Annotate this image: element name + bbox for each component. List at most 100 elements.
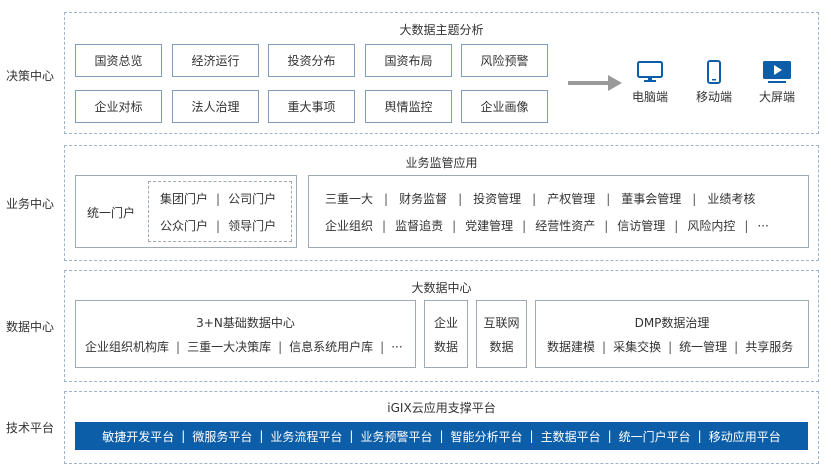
separator: | — [181, 429, 186, 443]
layer-label-tech: 技术平台 — [5, 421, 54, 435]
device-label-big-screen: 大屏端 — [758, 90, 795, 104]
base-data-item[interactable]: 企业组织机构库 — [85, 340, 170, 354]
portal-items-box — [148, 181, 292, 242]
dmp-item[interactable]: 数据建模 — [547, 340, 596, 354]
business-app-item[interactable]: 财务监督 — [399, 192, 448, 206]
apps-row-2: 企业组织 | 监督追责 | 党建管理 | 经营性资产 | 信访管理 | 风险内控 | ··· — [325, 217, 769, 234]
base-data-item[interactable]: 信息系统用户库 — [289, 340, 374, 354]
separator: | — [744, 218, 749, 233]
business-app-item[interactable]: 三重一大 — [325, 192, 374, 206]
layer-label-decision: 决策中心 — [5, 69, 54, 83]
business-app-item[interactable]: 信访管理 — [617, 219, 666, 233]
tech-platform-item[interactable]: 敏捷开发平台 — [102, 429, 175, 444]
base-data-item[interactable]: ··· — [391, 339, 403, 354]
tech-platform-item[interactable]: 移动应用平台 — [708, 429, 781, 444]
layer-label-data: 数据中心 — [5, 320, 54, 334]
dmp-item[interactable]: 统一管理 — [679, 340, 728, 354]
tech-platform-item[interactable]: 业务预警平台 — [360, 429, 433, 444]
business-app-item[interactable]: 产权管理 — [547, 192, 596, 206]
mobile-phone-icon — [707, 60, 721, 84]
internet-data-line1: 互联网 — [483, 316, 520, 330]
topic-box[interactable]: 舆情监控 — [365, 90, 452, 123]
separator: | — [602, 339, 607, 354]
portal-item[interactable]: 领导门户 — [228, 219, 277, 233]
base-data-items: 企业组织机构库 | 三重一大决策库 | 信息系统用户库 | ··· — [85, 338, 403, 355]
tech-platform-item[interactable]: 智能分析平台 — [450, 429, 523, 444]
tech-platform-item[interactable]: 微服务平台 — [192, 429, 253, 444]
dmp-item[interactable]: 共享服务 — [745, 340, 794, 354]
portal-row-2: 公众门户 | 领导门户 — [160, 217, 276, 234]
business-app-item[interactable]: 投资管理 — [473, 192, 522, 206]
business-section-title: 业务监管应用 — [405, 156, 478, 170]
business-app-item[interactable]: 党建管理 — [465, 219, 514, 233]
topic-box[interactable]: 法人治理 — [172, 90, 259, 123]
separator: | — [607, 429, 612, 443]
business-app-item[interactable]: 企业组织 — [325, 219, 374, 233]
tech-section-title: iGIX云应用支撑平台 — [387, 401, 496, 415]
mobile-device: 移动端 — [684, 60, 744, 105]
desktop-device: 电脑端 — [620, 60, 680, 105]
separator: | — [604, 218, 609, 233]
base-data-title: 3+N基础数据中心 — [196, 316, 295, 330]
business-app-item[interactable]: 监督追责 — [395, 219, 444, 233]
topic-box[interactable]: 国资布局 — [365, 44, 452, 77]
topic-box[interactable]: 风险预警 — [461, 44, 548, 77]
topic-box[interactable]: 投资分布 — [268, 44, 355, 77]
separator: | — [522, 218, 527, 233]
separator: | — [384, 191, 389, 206]
portal-row-1: 集团门户 | 公司门户 — [160, 190, 276, 207]
separator: | — [259, 429, 264, 443]
separator: | — [278, 339, 283, 354]
topic-box[interactable]: 国资总览 — [75, 44, 162, 77]
separator: | — [216, 191, 221, 206]
right-arrow-icon — [568, 75, 622, 91]
business-app-item[interactable]: ··· — [757, 218, 769, 233]
separator: | — [532, 191, 537, 206]
base-data-box — [75, 300, 416, 368]
apps-row-1: 三重一大|财务监督|投资管理|产权管理|董事会管理|业绩考核 — [325, 190, 755, 207]
separator: | — [674, 218, 679, 233]
topic-box[interactable]: 经济运行 — [172, 44, 259, 77]
base-data-item[interactable]: 三重一大决策库 — [187, 340, 272, 354]
dmp-item[interactable]: 采集交换 — [613, 340, 662, 354]
separator: | — [697, 429, 702, 443]
business-app-item[interactable]: 风险内控 — [687, 219, 736, 233]
big-screen-play-icon — [763, 61, 791, 83]
dmp-box — [535, 300, 809, 368]
internet-data-line2: 数据 — [489, 340, 514, 354]
separator: | — [734, 339, 739, 354]
decision-section-title: 大数据主题分析 — [399, 23, 484, 37]
separator: | — [692, 191, 697, 206]
big-screen-device: 大屏端 — [747, 60, 807, 105]
tech-platform-item[interactable]: 业务流程平台 — [270, 429, 343, 444]
business-app-item[interactable]: 董事会管理 — [621, 192, 682, 206]
separator: | — [349, 429, 354, 443]
topic-box[interactable]: 企业对标 — [75, 90, 162, 123]
separator: | — [176, 339, 181, 354]
internet-data-box — [476, 300, 527, 368]
monitor-icon — [637, 61, 663, 82]
portal-item[interactable]: 集团门户 — [160, 192, 209, 206]
separator: | — [458, 191, 463, 206]
separator: | — [380, 339, 385, 354]
portal-item[interactable]: 公众门户 — [160, 219, 209, 233]
topic-box[interactable]: 重大事项 — [268, 90, 355, 123]
separator: | — [452, 218, 457, 233]
separator: | — [439, 429, 444, 443]
tech-platform-item[interactable]: 统一门户平台 — [618, 429, 691, 444]
separator: | — [668, 339, 673, 354]
layer-label-business: 业务中心 — [5, 197, 54, 211]
portal-label: 统一门户 — [86, 206, 135, 220]
separator: | — [382, 218, 387, 233]
enterprise-data-box — [424, 300, 468, 368]
data-section-title: 大数据中心 — [411, 281, 472, 295]
separator: | — [216, 218, 221, 233]
enterprise-data-line2: 数据 — [433, 340, 458, 354]
portal-item[interactable]: 公司门户 — [228, 192, 277, 206]
device-label-desktop: 电脑端 — [631, 90, 668, 104]
device-label-mobile: 移动端 — [695, 90, 732, 104]
tech-platform-item[interactable]: 主数据平台 — [540, 429, 601, 444]
business-app-item[interactable]: 业绩考核 — [707, 192, 756, 206]
business-app-item[interactable]: 经营性资产 — [535, 219, 596, 233]
topic-box[interactable]: 企业画像 — [461, 90, 548, 123]
